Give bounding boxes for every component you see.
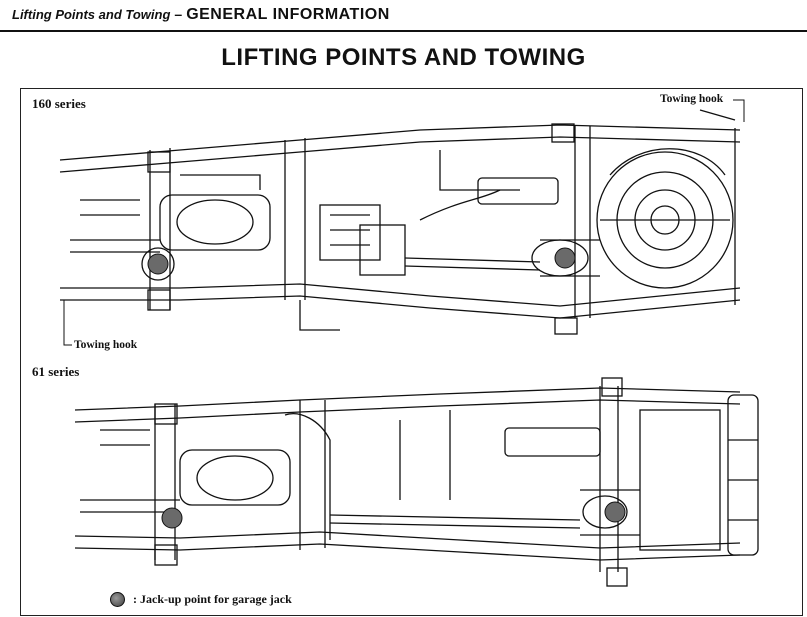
jack-up-point-rear-61 [604, 501, 626, 523]
running-header: Lifting Points and Towing – GENERAL INFO… [12, 6, 807, 28]
jack-point-legend-icon [110, 592, 125, 607]
figure-frame [20, 88, 803, 616]
chassis-61 [74, 377, 759, 587]
frame-rail-upper-61 [74, 387, 741, 411]
chassis-160 [59, 109, 741, 335]
jack-up-point-front-61 [161, 507, 183, 529]
frame-rail-lower-inner [60, 283, 741, 307]
series-61-label: 61 series [32, 364, 80, 379]
series-160-label: 160 series [32, 96, 86, 111]
chapter-title: GENERAL INFORMATION [186, 6, 390, 23]
legend-text: : Jack-up point for garage jack [133, 592, 292, 606]
towing-hook-label-rear: Towing hook [660, 93, 724, 105]
header-dash: – [174, 6, 183, 22]
frame-rail-lower [60, 295, 741, 319]
towing-hook-label-front: Towing hook [74, 339, 138, 351]
towing-hook-leader-front [63, 300, 72, 346]
page-title: LIFTING POINTS AND TOWING [221, 44, 586, 71]
jack-up-point-front-160 [147, 253, 169, 275]
header-rule [0, 30, 807, 32]
towing-hook-leader-rear [733, 99, 745, 122]
section-title: Lifting Points and Towing [12, 7, 171, 22]
jack-up-point-rear-160 [554, 247, 576, 269]
legend: : Jack-up point for garage jack [110, 592, 292, 607]
